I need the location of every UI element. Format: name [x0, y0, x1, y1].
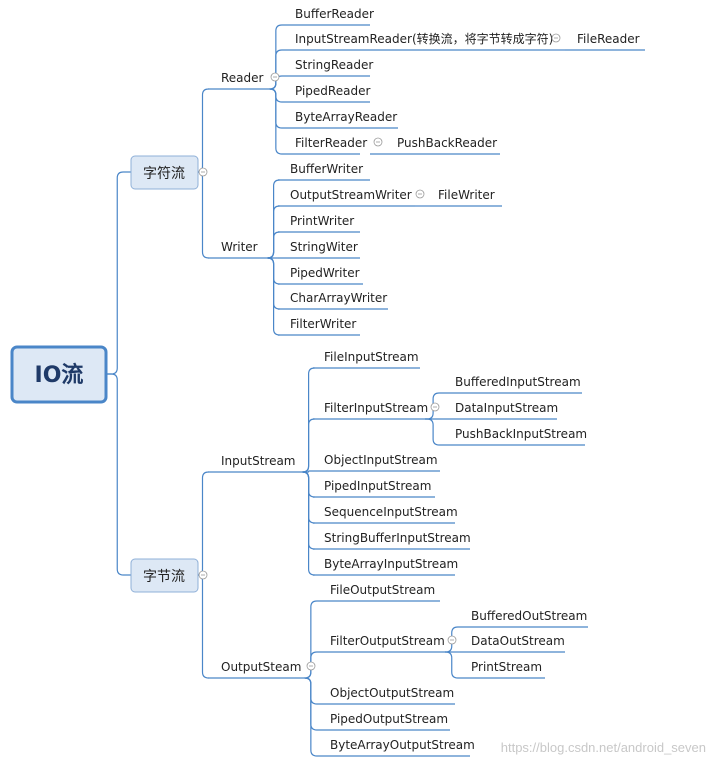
output-stream-writer-label[interactable]: OutputStreamWriter: [290, 188, 412, 202]
file-writer-label[interactable]: FileWriter: [438, 188, 495, 202]
data-input-stream-label[interactable]: DataInputStream: [455, 401, 558, 415]
filter-reader-label[interactable]: FilterReader: [295, 136, 367, 150]
push-back-input-stream-label[interactable]: PushBackInputStream: [455, 427, 587, 441]
byte-array-output-stream-label[interactable]: ByteArrayOutputStream: [330, 738, 475, 752]
connectors: [106, 24, 645, 757]
piped-reader-label[interactable]: PipedReader: [295, 84, 370, 98]
buffered-out-stream-label[interactable]: BufferedOutStream: [471, 609, 587, 623]
outputstream-label[interactable]: OutputSteam: [221, 660, 301, 674]
filter-output-stream-label[interactable]: FilterOutputStream: [330, 634, 445, 648]
string-reader-label[interactable]: StringReader: [295, 58, 373, 72]
edge-writer-child-2: [267, 231, 280, 259]
writer-label[interactable]: Writer: [221, 240, 258, 254]
push-back-reader-label[interactable]: PushBackReader: [397, 136, 497, 150]
root-label: IO流: [35, 362, 84, 388]
string-writer-label[interactable]: StringWiter: [290, 240, 358, 254]
buffered-input-stream-label[interactable]: BufferedInputStream: [455, 375, 581, 389]
edge-input-child-1: [302, 418, 315, 473]
edge-root-char: [106, 171, 131, 375]
edge-output-child-4: [304, 677, 318, 757]
edge-byte-input: [196, 471, 209, 576]
char-stream-box[interactable]: [130, 155, 199, 190]
string-buffer-input-stream-label[interactable]: StringBufferInputStream: [324, 531, 471, 545]
inputstream-label[interactable]: InputStream: [221, 454, 296, 468]
byte-stream-label: 字节流: [143, 569, 185, 585]
sequence-input-stream-label[interactable]: SequenceInputStream: [324, 505, 458, 519]
file-input-stream-label[interactable]: FileInputStream: [324, 350, 419, 364]
edge-byte-output: [196, 574, 209, 679]
print-stream-label[interactable]: PrintStream: [471, 660, 542, 674]
piped-output-stream-label[interactable]: PipedOutputStream: [330, 712, 448, 726]
input-stream-reader-label[interactable]: InputStreamReader(转换流，将字节转成字符): [295, 31, 553, 46]
data-out-stream-label[interactable]: DataOutStream: [471, 634, 565, 648]
object-output-stream-label[interactable]: ObjectOutputStream: [330, 686, 454, 700]
collapse-toggles: [198, 33, 561, 671]
piped-input-stream-label[interactable]: PipedInputStream: [324, 479, 431, 493]
nodes: IO流 字符流 字节流 Reader Writer InputStream Ou…: [10, 7, 640, 752]
watermark: https://blog.csdn.net/android_seven: [500, 740, 706, 755]
file-reader-label[interactable]: FileReader: [577, 32, 640, 46]
char-array-writer-label[interactable]: CharArrayWriter: [290, 291, 387, 305]
filter-writer-label[interactable]: FilterWriter: [290, 317, 356, 331]
print-writer-label[interactable]: PrintWriter: [290, 214, 354, 228]
edge-writer-child-6: [267, 257, 280, 336]
piped-writer-label[interactable]: PipedWriter: [290, 266, 360, 280]
object-input-stream-label[interactable]: ObjectInputStream: [324, 453, 438, 467]
reader-label[interactable]: Reader: [221, 71, 264, 85]
file-output-stream-label[interactable]: FileOutputStream: [330, 583, 435, 597]
filter-input-stream-label[interactable]: FilterInputStream: [324, 401, 428, 415]
buffer-writer-label[interactable]: BufferWriter: [290, 162, 363, 176]
edge-fos-child-2: [445, 651, 460, 679]
edge-root-byte: [106, 373, 131, 576]
byte-array-input-stream-label[interactable]: ByteArrayInputStream: [324, 557, 458, 571]
edge-input-child-6: [302, 471, 315, 576]
byte-stream-box[interactable]: [130, 558, 199, 593]
edge-input-child-2: [305, 470, 313, 473]
edge-fis-child-2: [425, 418, 443, 446]
byte-array-reader-label[interactable]: ByteArrayReader: [295, 110, 397, 124]
edge-reader-child-5: [269, 88, 283, 155]
root-box[interactable]: [10, 345, 108, 404]
edge-reader-child-2: [269, 75, 283, 90]
char-stream-label: 字符流: [143, 166, 185, 182]
buffer-reader-label[interactable]: BufferReader: [295, 7, 374, 21]
